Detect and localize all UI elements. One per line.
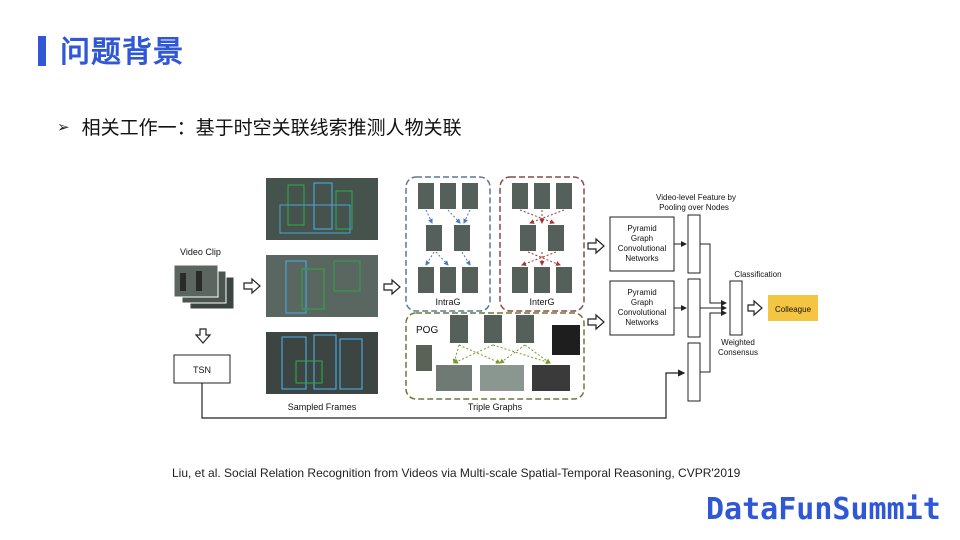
- title-accent-bar: [38, 36, 46, 66]
- interg-label: InterG: [529, 297, 554, 307]
- tsn-box: [173, 354, 231, 384]
- video-clip-label: Video Clip: [180, 247, 221, 257]
- hollow-arrow-icon: [587, 313, 605, 331]
- sampled-frames: [266, 178, 378, 394]
- pgcn-text: Convolutional: [618, 308, 667, 317]
- pgcn-box-top: [609, 216, 675, 272]
- interg-edges: [519, 209, 565, 266]
- intrag-graph-box: [405, 176, 491, 312]
- feature-vector-tsn: [687, 342, 701, 402]
- pgcn-text: Networks: [625, 318, 658, 327]
- triple-graphs-label: Triple Graphs: [468, 402, 523, 412]
- pog-nodes: [416, 315, 580, 391]
- feature-vector-top: [687, 214, 701, 274]
- weighted-consensus-label: Consensus: [718, 348, 758, 357]
- hollow-arrow-icon: [587, 237, 605, 255]
- pog-graph-box: [405, 312, 585, 400]
- intrag-edges: [425, 209, 471, 266]
- video-level-feature-label: Video-level Feature by: [656, 193, 736, 202]
- interg-nodes: [512, 183, 572, 293]
- tsn-label: TSN: [193, 365, 211, 375]
- arrow-bullet-icon: ➢: [57, 117, 70, 136]
- classification-vector: [729, 280, 743, 336]
- tsn-connector: [201, 369, 686, 419]
- citation: Liu, et al. Social Relation Recognition …: [172, 466, 741, 480]
- pgcn-text: Graph: [631, 234, 653, 243]
- intrag-label: IntraG: [435, 297, 460, 307]
- bullet-text: 相关工作一：基于时空关联线索推测人物关联: [81, 117, 462, 139]
- pgcn-text: Pyramid: [627, 224, 656, 233]
- slide-title: 问题背景: [60, 35, 184, 70]
- video-clip-frames: [173, 264, 235, 310]
- pgcn-text: Convolutional: [618, 244, 667, 253]
- hollow-arrow-icon: [243, 277, 261, 295]
- pgcn-text: Graph: [631, 298, 653, 307]
- pgcn-text: Networks: [625, 254, 658, 263]
- interg-graph-box: [499, 176, 585, 312]
- hollow-arrow-down-icon: [194, 328, 212, 344]
- pog-label: POG: [416, 325, 438, 336]
- result-label: Colleague: [775, 305, 812, 314]
- bullet-item: ➢ 相关工作一：基于时空关联线索推测人物关联: [57, 113, 462, 140]
- pgcn-text: Pyramid: [627, 288, 656, 297]
- pog-edges: [452, 344, 551, 365]
- result-box: [768, 295, 818, 321]
- datafun-logo: DataFunSummit: [706, 492, 941, 527]
- intrag-nodes: [418, 183, 478, 293]
- weighted-consensus-label: Weighted: [721, 338, 755, 347]
- hollow-arrow-icon: [747, 299, 763, 317]
- pgcn-box-bottom: [609, 280, 675, 336]
- feature-vector-bottom: [687, 278, 701, 338]
- hollow-arrow-icon: [383, 278, 401, 296]
- video-level-feature-label: Pooling over Nodes: [659, 203, 729, 212]
- classification-label: Classification: [734, 270, 781, 279]
- method-diagram: Video Clip TSN Sampled Frames: [173, 176, 818, 419]
- sampled-frames-label: Sampled Frames: [288, 402, 357, 412]
